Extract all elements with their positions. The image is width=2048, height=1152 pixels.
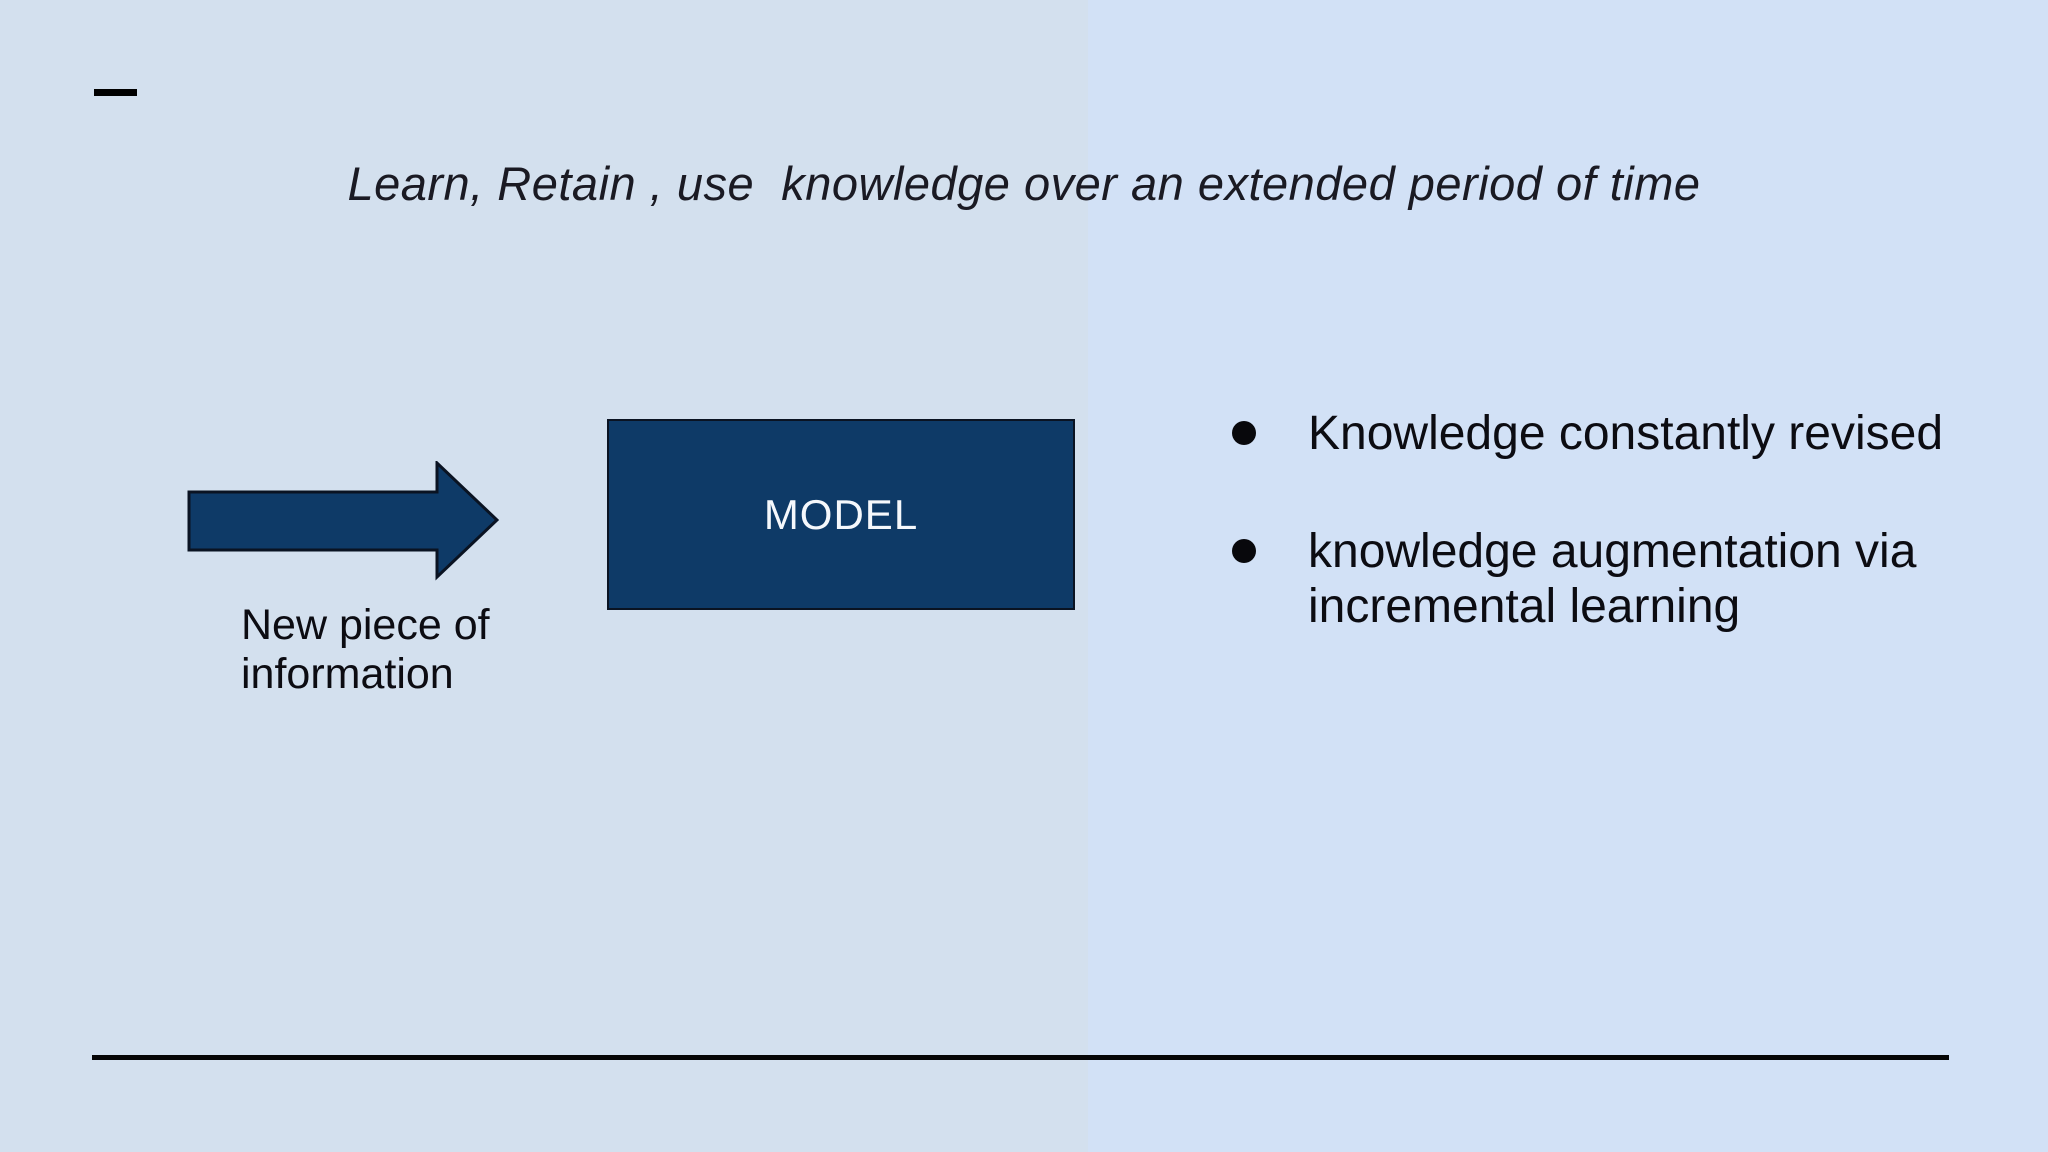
bullet-item: knowledge augmentation via incremental l…: [1232, 524, 1976, 634]
bullet-dot-icon: [1232, 539, 1256, 563]
bottom-divider-line: [92, 1055, 1949, 1060]
bullet-dot-icon: [1232, 421, 1256, 445]
right-arrow-polygon: [187, 461, 499, 581]
bullet-text: Knowledge constantly revised: [1308, 407, 1944, 460]
arrow-caption: New piece of information: [241, 601, 490, 698]
bullet-text: knowledge augmentation via incremental l…: [1308, 525, 1917, 633]
bullet-item: Knowledge constantly revised: [1232, 406, 1976, 461]
bullet-list: Knowledge constantly revised knowledge a…: [1232, 406, 1976, 634]
slide-title: Learn, Retain , use knowledge over an ex…: [347, 157, 1701, 210]
model-box: MODEL: [607, 419, 1075, 610]
model-box-label: MODEL: [763, 490, 919, 538]
title-placeholder-dash-icon: [94, 89, 137, 96]
right-arrow-shape: [187, 461, 499, 581]
